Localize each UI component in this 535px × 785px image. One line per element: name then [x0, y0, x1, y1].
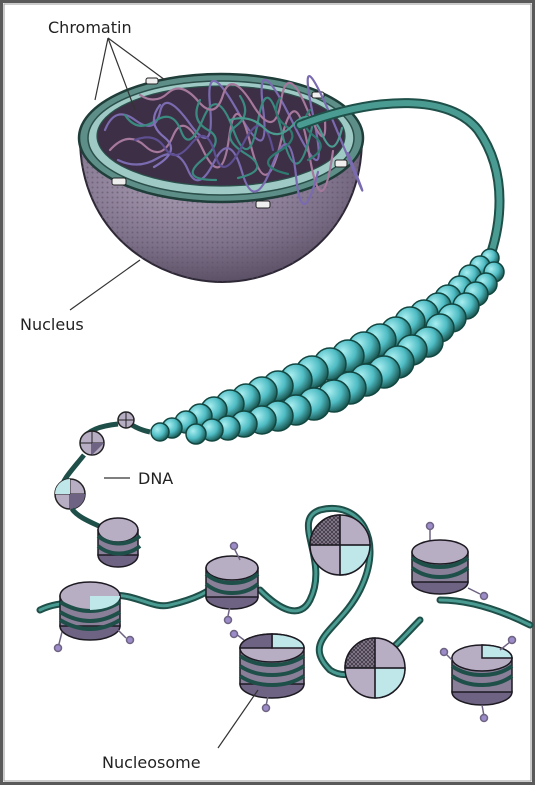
nucleosome-fiber — [40, 508, 530, 721]
nucleosome-5 — [412, 540, 468, 594]
chromatin-leader-3 — [108, 38, 165, 80]
nucleosome-disc-lower — [345, 638, 405, 698]
nucleosome-disc-upper — [310, 515, 370, 575]
label-nucleus: Nucleus — [20, 315, 84, 334]
label-chromatin: Chromatin — [48, 18, 132, 37]
nucleosome-2 — [60, 582, 120, 640]
label-nucleosome: Nucleosome — [102, 753, 201, 772]
nucleus-leader — [70, 260, 140, 310]
nucleosome-4 — [240, 634, 304, 698]
dna-strand-upper — [55, 412, 150, 509]
nucleosome-6 — [452, 645, 512, 705]
nucleosome-3 — [206, 556, 258, 609]
nucleus-illustration — [79, 74, 363, 282]
nucleosome-leader — [218, 690, 258, 748]
label-dna: DNA — [138, 469, 173, 488]
nucleosome-1 — [98, 518, 140, 567]
chromatin-leader-1 — [95, 38, 108, 100]
